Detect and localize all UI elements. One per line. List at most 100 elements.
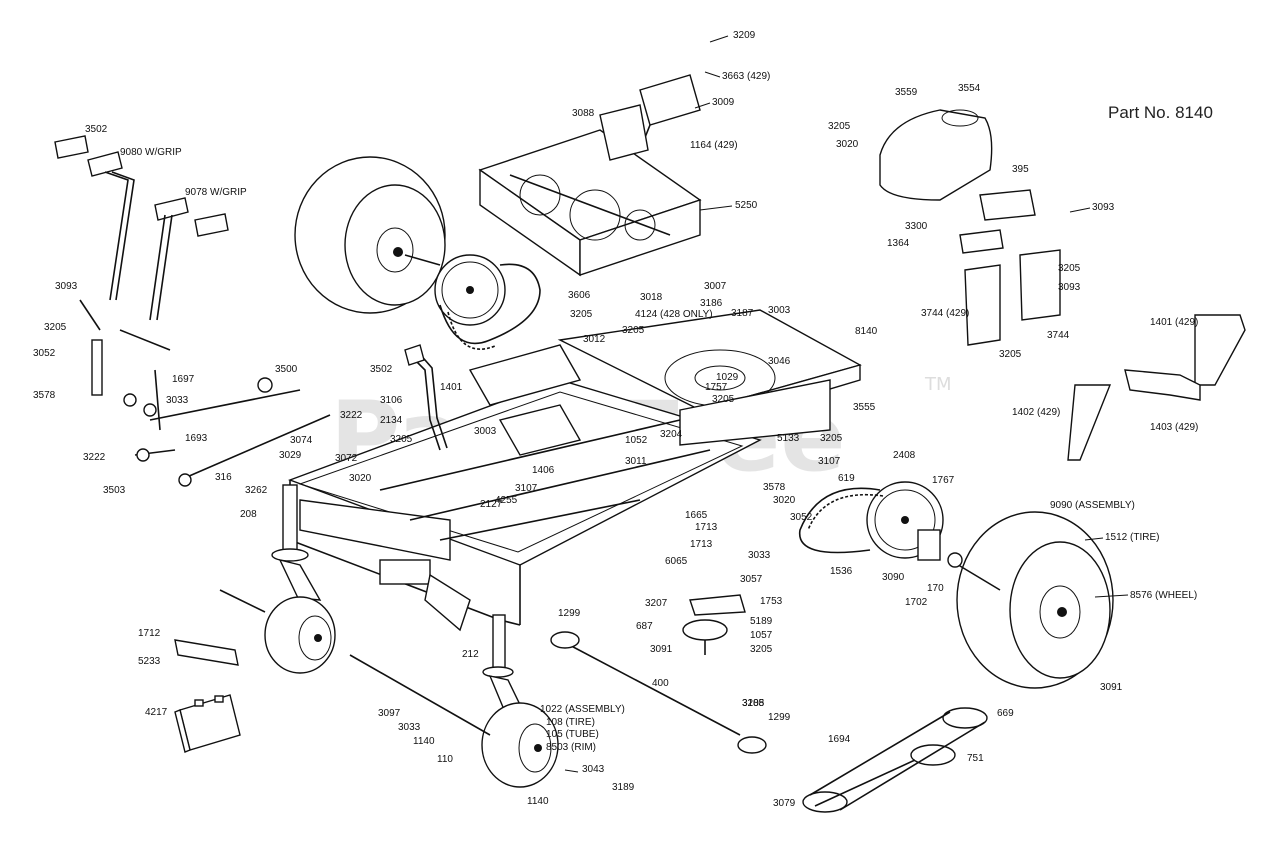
- callout: 5133: [777, 433, 800, 444]
- fuel-tank: [879, 109, 1061, 346]
- callout: 110: [437, 754, 453, 765]
- callout: 3578: [763, 482, 786, 493]
- callout: 669: [997, 708, 1014, 719]
- callout: 1536: [830, 566, 853, 577]
- callout: 6065: [665, 556, 688, 567]
- callout: 3091: [1100, 682, 1123, 693]
- callout: 208: [240, 509, 257, 520]
- callout: 3074: [290, 435, 313, 446]
- callout: 1022 (ASSEMBLY): [540, 704, 625, 715]
- callout: 3107: [818, 456, 841, 467]
- callout: 1512 (TIRE): [1105, 532, 1159, 543]
- callout: 3189: [612, 782, 635, 793]
- callout: 3205: [44, 322, 67, 333]
- top-deck-8140: [468, 309, 862, 456]
- callout: 4217: [145, 707, 168, 718]
- callout: 3205: [622, 325, 645, 336]
- callout: 3090: [882, 572, 905, 583]
- callout: 1713: [690, 539, 713, 550]
- callout: 3088: [572, 108, 595, 119]
- callout: 3555: [853, 402, 876, 413]
- callout: 751: [967, 753, 984, 764]
- callout: 3033: [748, 550, 771, 561]
- callout: 1140: [527, 796, 549, 807]
- callout: 2127: [480, 499, 503, 510]
- callout: 395: [1012, 164, 1029, 175]
- callout: 1757: [705, 382, 728, 393]
- callout: 1057: [750, 630, 773, 641]
- front-caster-right: [481, 614, 559, 788]
- callout: 3093: [1092, 202, 1115, 213]
- callout: 400: [652, 678, 669, 689]
- callout: 1299: [768, 712, 791, 723]
- callout: 3003: [768, 305, 791, 316]
- callout: 3020: [773, 495, 796, 506]
- callout: 1052: [625, 435, 648, 446]
- callout: 3502: [85, 124, 108, 135]
- side-brackets: [1067, 314, 1246, 461]
- callout: 3187: [731, 308, 754, 319]
- callout: 3020: [349, 473, 372, 484]
- callout: 1140: [413, 736, 435, 747]
- callout: 3205: [390, 434, 413, 445]
- callout: 3093: [55, 281, 78, 292]
- callout: 3205: [570, 309, 593, 320]
- callout: 3046: [768, 356, 791, 367]
- callout: 3502: [370, 364, 393, 375]
- callout: 1401 (429): [1150, 317, 1198, 328]
- callout: 3205: [712, 394, 735, 405]
- steering-handles: [54, 135, 229, 321]
- callout: 3205: [820, 433, 843, 444]
- callout: 1299: [558, 608, 581, 619]
- callout: 3052: [33, 348, 56, 359]
- callout: 3033: [398, 722, 421, 733]
- callout: 1401: [440, 382, 463, 393]
- callout: 3262: [245, 485, 268, 496]
- rear-wheel-right: [949, 511, 1114, 689]
- left-linkages: [79, 299, 331, 487]
- callout: 1164 (429): [690, 140, 738, 151]
- callout: 3106: [380, 395, 403, 406]
- callout: 5189: [750, 616, 773, 627]
- callout: 3003: [474, 426, 497, 437]
- callout: 687: [636, 621, 653, 632]
- callout: 1364: [887, 238, 910, 249]
- callout: 1665: [685, 510, 708, 521]
- callout: 3744 (429): [921, 308, 969, 319]
- callout: 3072: [335, 453, 358, 464]
- callout: 3020: [836, 139, 859, 150]
- callout: 3744: [1047, 330, 1070, 341]
- callout: 1693: [185, 433, 208, 444]
- callout: 4124 (428 ONLY): [635, 309, 713, 320]
- callout: 3091: [650, 644, 673, 655]
- callout: 3057: [740, 574, 763, 585]
- callout: 8140: [855, 326, 878, 337]
- callout: 5250: [735, 200, 758, 211]
- callout: 3554: [958, 83, 981, 94]
- callout: 3018: [640, 292, 663, 303]
- callout: 3205: [742, 698, 765, 709]
- callout: 1402 (429): [1012, 407, 1060, 418]
- callout: 316: [215, 472, 232, 483]
- callout: 619: [838, 473, 855, 484]
- battery: [174, 639, 241, 753]
- callout: 3205: [750, 644, 773, 655]
- callout: 3012: [583, 334, 606, 345]
- transmission-5250: [478, 74, 702, 277]
- main-frame: [287, 379, 762, 632]
- callout: 3663 (429): [722, 71, 770, 82]
- callout: 105 (TUBE): [546, 729, 599, 740]
- callout: 3503: [103, 485, 126, 496]
- front-axle: [219, 589, 767, 754]
- callout: 1767: [932, 475, 955, 486]
- callout: 1712: [138, 628, 161, 639]
- callout: 3033: [166, 395, 189, 406]
- callout: 3606: [568, 290, 591, 301]
- leader-lines: [564, 35, 1129, 773]
- callout: 108 (TIRE): [546, 717, 595, 728]
- front-caster-left: [264, 484, 336, 674]
- callout: 3043: [582, 764, 605, 775]
- callout: 3205: [828, 121, 851, 132]
- callout: 1697: [172, 374, 195, 385]
